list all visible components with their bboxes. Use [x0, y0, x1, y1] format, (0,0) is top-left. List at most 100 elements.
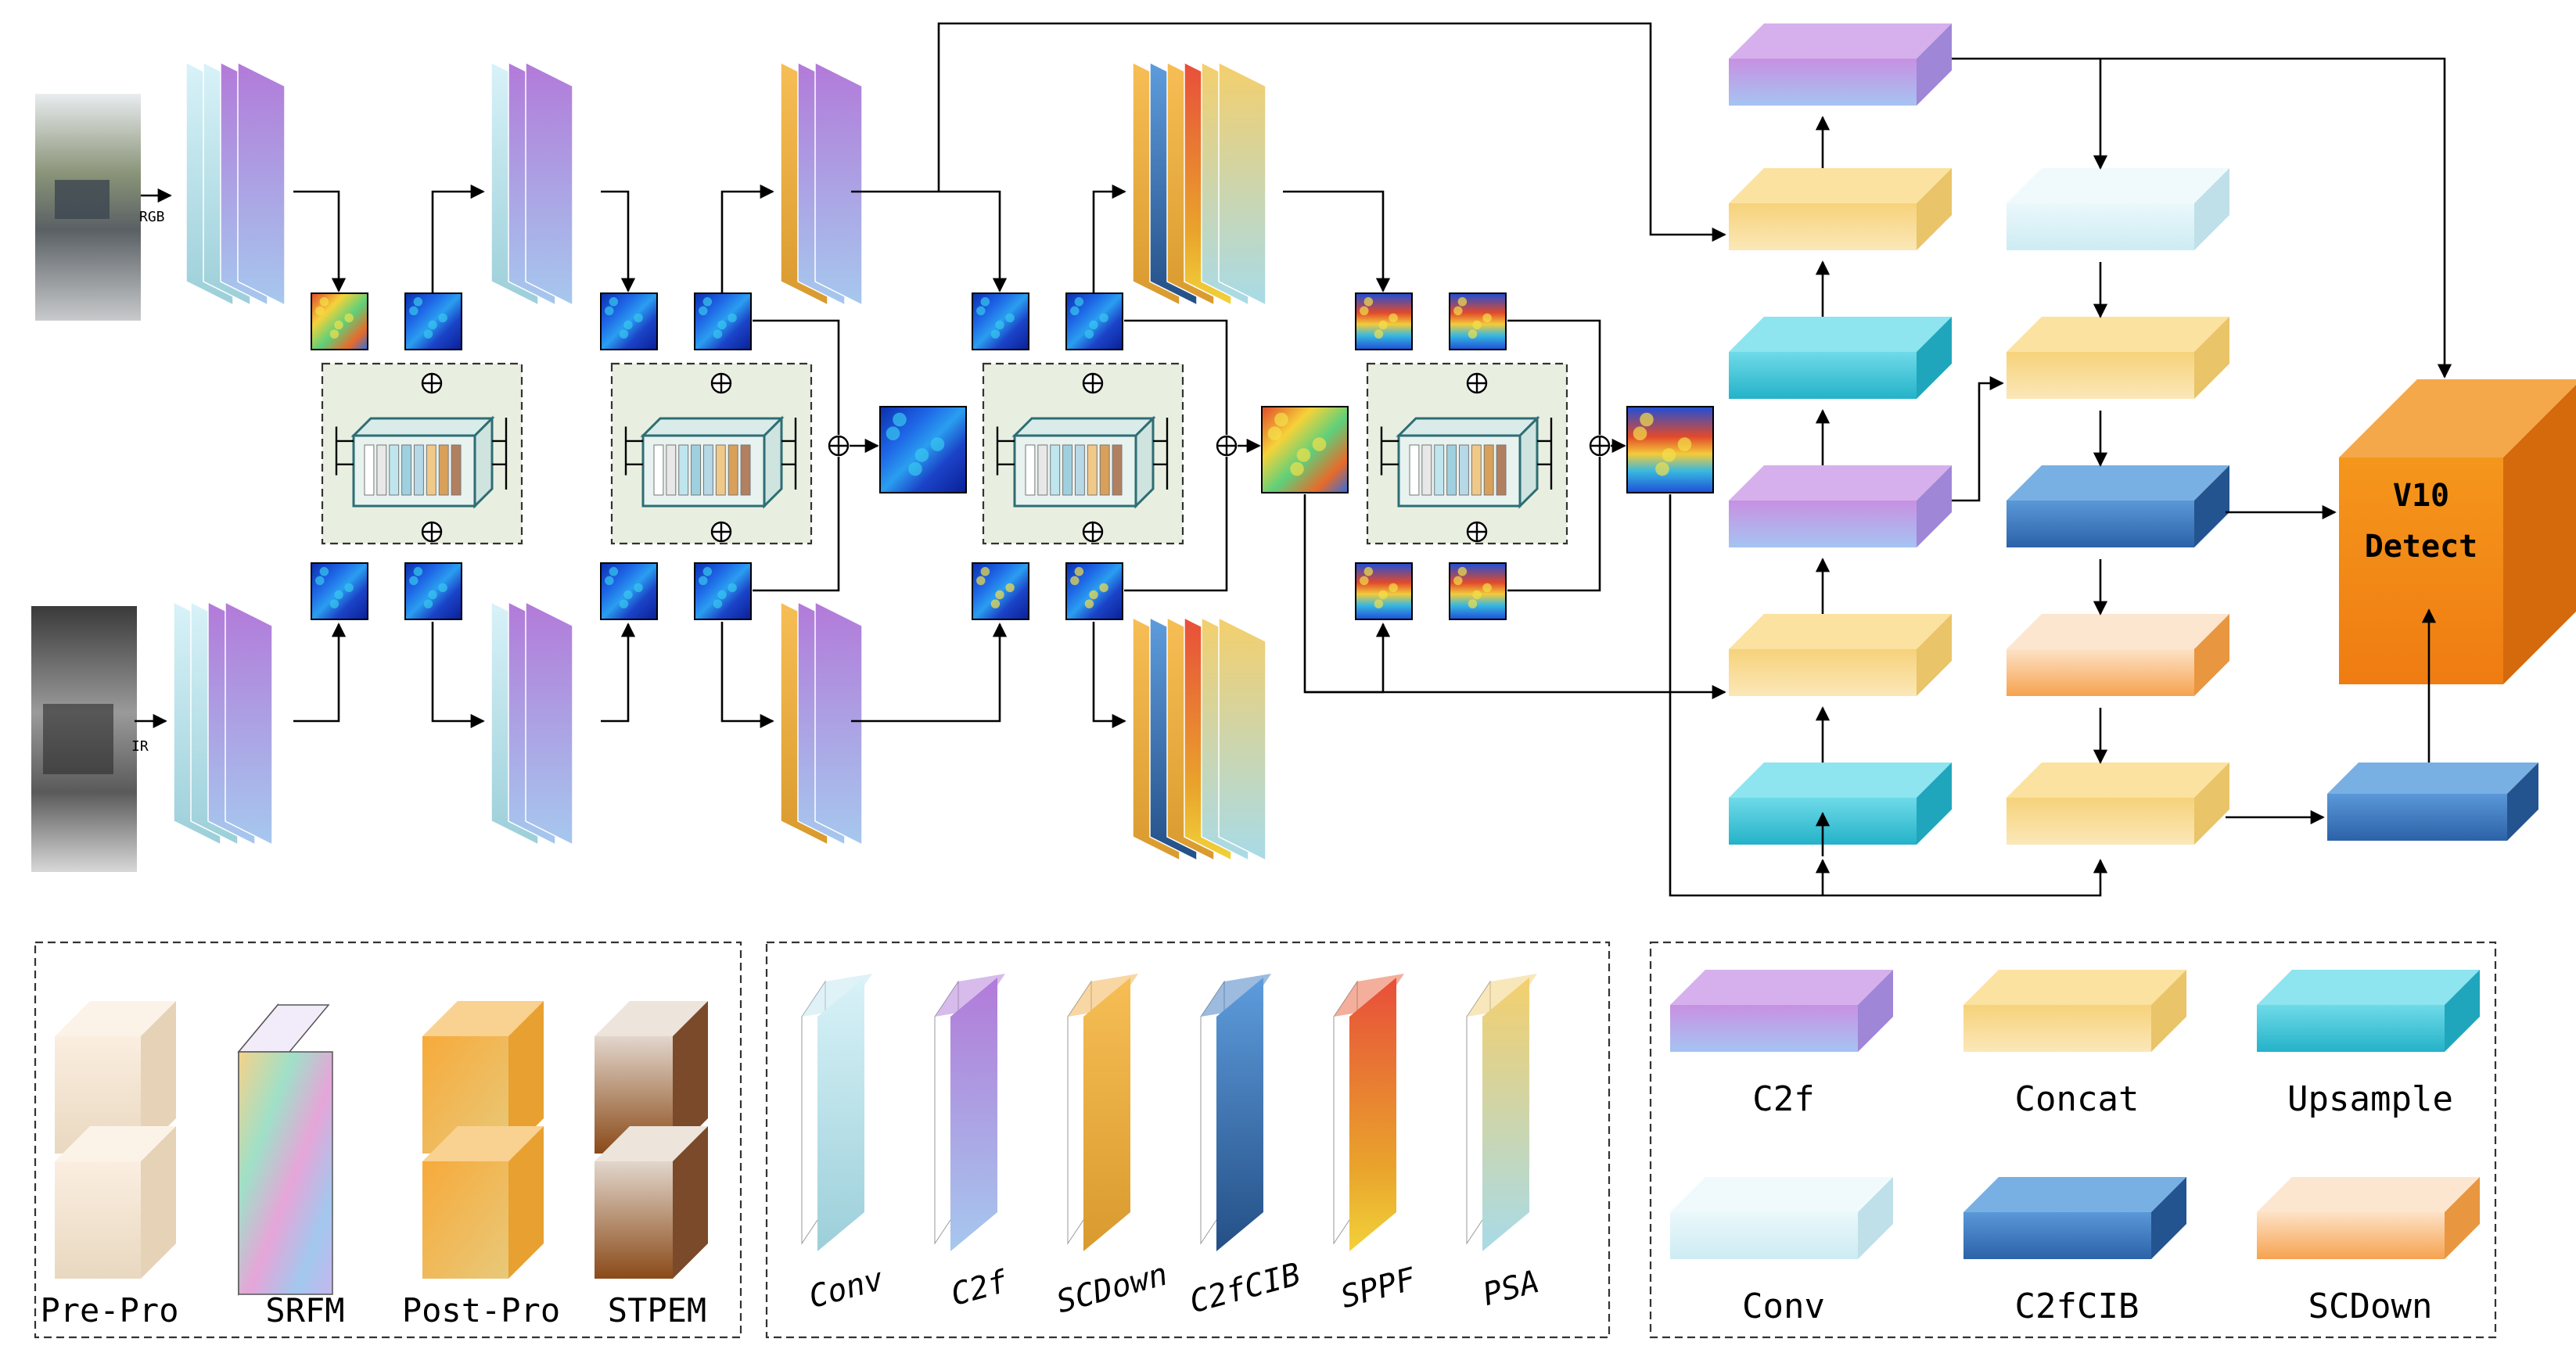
ir-heatmap-2-blob	[428, 590, 437, 600]
legend-prepro-bottom-front	[55, 1161, 141, 1279]
rgb-heatmap-3-blob	[634, 313, 643, 323]
ir-heatmap-5-blob	[1005, 583, 1015, 593]
rgb-heatmap-2-blob	[413, 297, 423, 307]
neck-upsample-1	[1729, 317, 1952, 399]
neck-c2fcib-front	[2007, 501, 2194, 547]
rgb-heatmap-8-blob	[1472, 320, 1482, 330]
fusion-module-1	[321, 362, 523, 545]
legend-stpem-top-top	[595, 1001, 708, 1036]
rgb-heatmap-3-blob	[609, 297, 619, 307]
fuse-add-icon-1	[828, 435, 850, 457]
ir-heatmap-7-blob	[1389, 583, 1398, 593]
neck-concat-4-front	[2007, 798, 2194, 845]
neck-concat-2-front	[1729, 649, 1917, 696]
ir-heatmap-8-blob	[1482, 583, 1492, 593]
neck-c2f-2-side	[1917, 465, 1952, 547]
rgb-heatmap-7-blob	[1360, 306, 1369, 316]
add-cross	[1083, 374, 1102, 393]
neck-concat-1-top	[1729, 168, 1952, 203]
fusion-module-2-cube-top	[640, 417, 785, 437]
fusion-module-4-link-left	[1380, 426, 1399, 475]
neck-concat-1	[1729, 168, 1952, 250]
fused-heatmap-2-blob	[1312, 437, 1327, 451]
neck-scdown	[2007, 614, 2229, 696]
arrow-ir-to-fuse3	[1507, 457, 1601, 592]
legend-block-5	[2257, 1177, 2480, 1259]
rgb-heatmap-5	[972, 292, 1029, 350]
rgb-stage4-layer-5	[1218, 61, 1266, 307]
ir-image-object	[43, 704, 113, 774]
legend-block-3-side	[1858, 1177, 1893, 1259]
fused-heatmap-2-blob	[1296, 448, 1311, 462]
fusion-module-3-cube-side	[1134, 415, 1155, 509]
fusion-module-3-bar	[1087, 444, 1098, 496]
legend-prepro-bottom	[55, 1126, 176, 1279]
fusion-module-4-bar	[1459, 444, 1469, 496]
arrow-heat-to-rgb2	[431, 184, 485, 293]
fused-heatmap-2-blob	[1267, 426, 1282, 441]
neck-upsample-2-side	[1917, 763, 1952, 845]
legend-prepro-top-top	[55, 1001, 176, 1036]
fused-heatmap-2	[1261, 406, 1349, 493]
legend-postpro-bottom-front	[422, 1161, 508, 1279]
rgb-heatmap-1-blob	[329, 329, 340, 339]
legend-block-2-top	[2257, 970, 2480, 1005]
fused-heatmap-3-blob	[1633, 426, 1647, 441]
arrow-ir-to-fuse2	[1124, 457, 1228, 592]
fusion-module-4-bar	[1434, 444, 1445, 496]
fusion-module-1-bar	[401, 444, 411, 496]
add-cross	[1217, 436, 1236, 455]
ir-heatmap-6-blob	[1099, 583, 1108, 593]
add-cross	[829, 436, 848, 455]
legend-block-0-front	[1670, 1005, 1858, 1052]
neck-c2f-2-top	[1729, 465, 1952, 501]
rgb-heatmap-4-blob	[717, 320, 727, 330]
legend-module-label-1: SRFM	[265, 1291, 344, 1329]
ir-heatmap-4-blob	[713, 599, 723, 608]
ir-heatmap-4-blob	[728, 583, 737, 593]
fusion-module-3-bar	[1050, 444, 1061, 496]
legend-layer-slab-0	[817, 978, 864, 1251]
arrow-rgb-to-fuse3	[1507, 319, 1601, 435]
fused-heatmap-1-blob	[914, 448, 929, 462]
ir-heatmap-3-blob	[609, 567, 619, 576]
fusion-module-2-bar	[678, 444, 689, 496]
rgb-stage4-layer-5-face	[1218, 61, 1266, 307]
rgb-heatmap-1-blob	[319, 297, 329, 307]
ir-heatmap-2-blob	[413, 567, 423, 576]
legend-block-2-side	[2445, 970, 2480, 1052]
ir-stage3-layer-2	[814, 601, 863, 846]
legend-block-3-top	[1670, 1177, 1893, 1212]
legend-postpro-bottom-top	[422, 1126, 544, 1161]
neck-concat-2	[1729, 614, 1952, 696]
legend-block-3-front	[1670, 1212, 1858, 1259]
ir-heatmap-6-blob	[1070, 576, 1080, 586]
neck-c2fcib-top	[2007, 465, 2229, 501]
neck-c2f-top	[1729, 23, 1952, 106]
fused-heatmap-3-blob	[1640, 412, 1654, 427]
fused-heatmap-1	[879, 406, 967, 493]
legend-block-1-side	[2151, 970, 2186, 1052]
legend-block-0-side	[1858, 970, 1893, 1052]
rgb-heatmap-8-blob	[1457, 297, 1468, 307]
add-cross	[1468, 522, 1486, 541]
fusion-module-2-bar	[653, 444, 664, 496]
fusion-module-1-bar	[426, 444, 437, 496]
fused-heatmap-1-blob	[886, 426, 900, 441]
rgb-heatmap-1-blob	[344, 313, 354, 323]
arrow-ir2-to-heat	[601, 623, 636, 723]
legend-layer-top-5	[1467, 974, 1537, 1017]
rgb-heatmap-6	[1065, 292, 1123, 350]
fusion-module-3-bar	[1099, 444, 1110, 496]
fusion-module-2-bar	[666, 444, 677, 496]
module-add-icon-6	[1466, 372, 1488, 394]
ir-heatmap-8-blob	[1472, 590, 1482, 600]
legend-block-1-front	[1963, 1005, 2151, 1052]
rgb-heatmap-6-blob	[1089, 320, 1098, 330]
neck-upsample-2-top	[1729, 763, 1952, 798]
module-add-icon-2	[710, 372, 732, 394]
neck-concat-4-top	[2007, 763, 2229, 798]
fusion-module-2-link-left	[624, 426, 643, 475]
fused-heatmap-1-blob	[908, 461, 922, 476]
fusion-module-3	[982, 362, 1184, 545]
